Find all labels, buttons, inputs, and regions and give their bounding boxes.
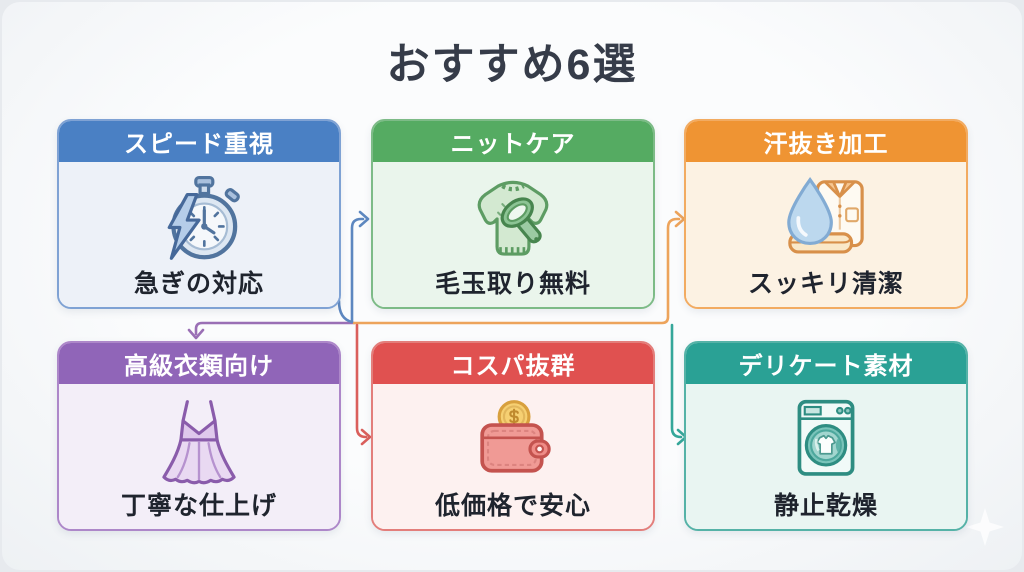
- arrow-head-cost: [360, 428, 372, 446]
- card-speed-body: 急ぎの対応: [59, 162, 339, 307]
- washing-machine-icon: [775, 388, 877, 494]
- card-delicate-label: 静止乾燥: [773, 492, 878, 520]
- arrow-speed-stub: [337, 299, 354, 324]
- arrow-to-delicate: [670, 323, 683, 439]
- arrow-to-cost: [355, 323, 368, 439]
- card-knit-header: ニットケア: [373, 121, 653, 162]
- water-drop-shirt-icon: [775, 166, 877, 272]
- arrow-head-luxury: [187, 328, 205, 340]
- card-speed-label: 急ぎの対応: [133, 270, 264, 298]
- card-sweat-body: スッキリ清潔: [686, 162, 966, 307]
- arrow-bus-right-segment: [352, 217, 681, 325]
- card-speed-header: スピード重視: [59, 121, 339, 162]
- card-delicate-body: 静止乾燥: [686, 384, 966, 529]
- arrow-bus-left-segment: [194, 321, 356, 336]
- arrow-head-knit: [358, 210, 370, 228]
- stopwatch-lightning-icon: [148, 166, 250, 272]
- card-cost-label: 低価格で安心: [434, 492, 591, 520]
- card-cost-header: コスパ抜群: [373, 343, 653, 384]
- card-sweat-label: スッキリ清潔: [747, 270, 904, 298]
- card-luxury: 高級衣類向け 丁寧な仕上げ: [57, 341, 341, 531]
- card-knit-label: 毛玉取り無料: [434, 270, 591, 298]
- card-speed: スピード重視 急ぎの対応: [57, 119, 341, 309]
- dress-icon: [148, 388, 250, 494]
- card-luxury-label: 丁寧な仕上げ: [120, 492, 277, 520]
- card-delicate-header: デリケート素材: [686, 343, 966, 384]
- arrow-to-knit: [350, 217, 365, 323]
- sweater-lint-remover-icon: [462, 166, 564, 272]
- card-luxury-header: 高級衣類向け: [59, 343, 339, 384]
- card-sweat-header: 汗抜き加工: [686, 121, 966, 162]
- card-delicate: デリケート素材 静止乾燥: [684, 341, 968, 531]
- page-title: おすすめ6選: [386, 41, 638, 89]
- card-knit-body: 毛玉取り無料: [373, 162, 653, 307]
- card-luxury-body: 丁寧な仕上げ: [59, 384, 339, 529]
- card-sweat: 汗抜き加工 スッキリ清潔: [684, 119, 968, 309]
- card-cost: コスパ抜群 低価格で安心: [371, 341, 655, 531]
- card-knit: ニットケア 毛玉取り無料: [371, 119, 655, 309]
- wallet-coin-icon: [462, 388, 564, 494]
- card-cost-body: 低価格で安心: [373, 384, 653, 529]
